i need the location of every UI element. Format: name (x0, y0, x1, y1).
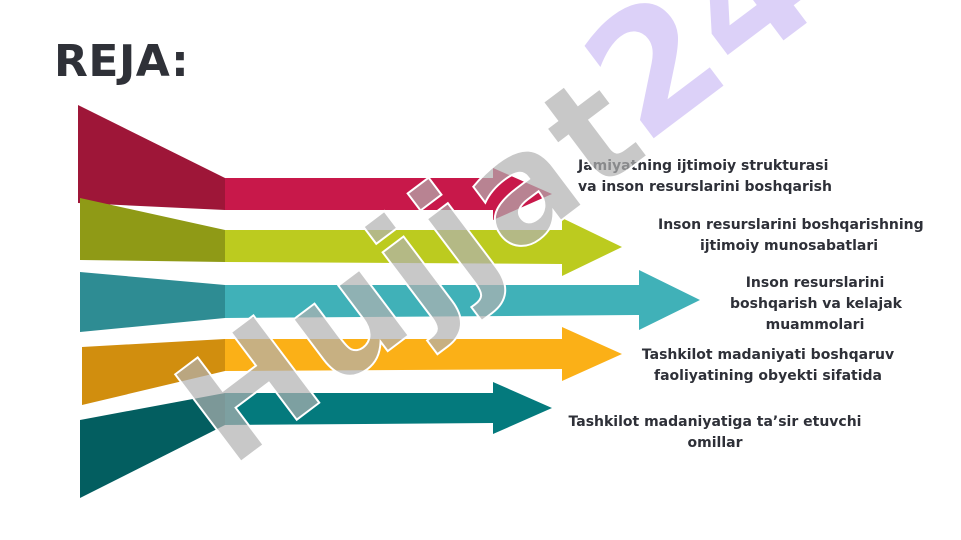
page-title: REJA: (54, 36, 190, 87)
arrow-body-1 (225, 168, 552, 220)
fan-piece-4 (82, 339, 225, 405)
arrow-body-2 (225, 218, 622, 276)
arrow-body-4 (225, 327, 622, 381)
arrow-row-4 (82, 327, 622, 405)
agenda-item-2: Inson resurslarini boshqarishning ijtimo… (658, 217, 924, 254)
arrow-body-5 (225, 382, 552, 434)
arrow-body-3 (225, 270, 700, 330)
arrow-row-5 (80, 382, 552, 498)
arrow-row-3 (80, 270, 700, 332)
fan-piece-5 (80, 393, 225, 498)
arrow-row-2 (80, 198, 622, 276)
fan-piece-2 (80, 198, 225, 262)
agenda-item-1: Jamiyatning ijtimoiy strukturasi va inso… (578, 158, 832, 195)
agenda-item-5: Tashkilot madaniyatiga ta’sir etuvchi om… (568, 414, 862, 451)
fan-piece-1 (78, 105, 225, 210)
arrow-row-1 (78, 105, 552, 220)
agenda-item-3: Inson resurslarini boshqarish va kelajak… (730, 275, 902, 333)
agenda-item-4: Tashkilot madaniyati boshqaruv faoliyati… (641, 347, 895, 384)
fan-piece-3 (80, 272, 225, 332)
